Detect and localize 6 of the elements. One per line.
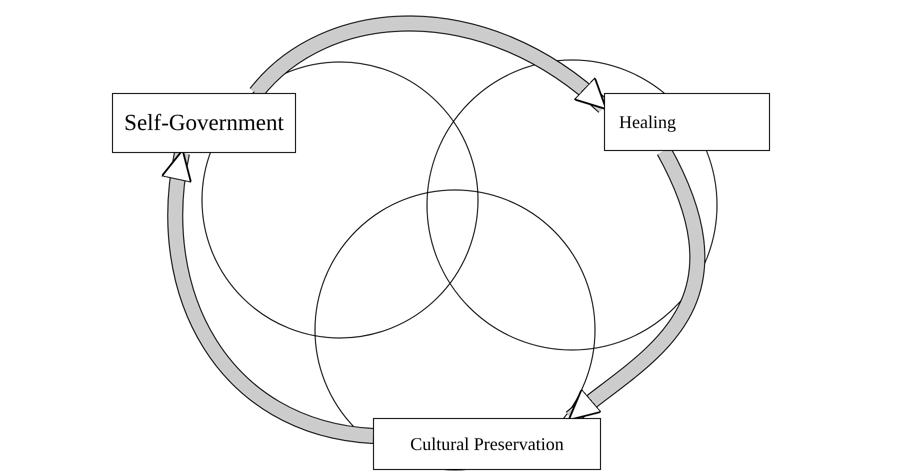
label-box	[373, 418, 601, 470]
label-box	[604, 93, 770, 151]
label-text: Cultural Preservation	[410, 434, 564, 454]
label-text: Self-Government	[124, 110, 284, 136]
label-text: Healing	[619, 112, 676, 132]
label-box	[112, 93, 296, 153]
